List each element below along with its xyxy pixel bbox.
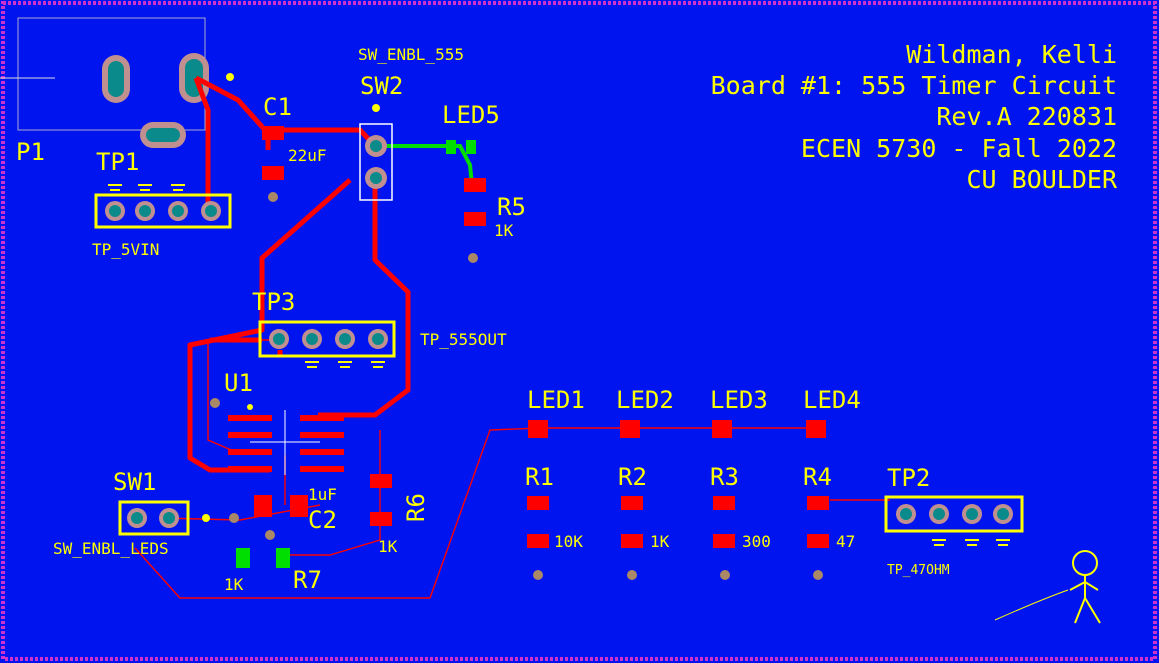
label-led4: LED4: [803, 386, 861, 414]
label-led2: LED2: [616, 386, 674, 414]
label-r5: R5: [497, 193, 526, 221]
label-tp1-name: TP_5VIN: [92, 240, 159, 259]
label-c2: C2: [308, 506, 337, 534]
label-led3: LED3: [710, 386, 768, 414]
led-resistor-array: [527, 420, 829, 580]
sw1-switch: [118, 500, 239, 536]
bottom-traces: [375, 144, 474, 186]
label-r7-value: 1K: [224, 575, 244, 594]
label-p1: P1: [16, 138, 45, 166]
label-sw1: SW1: [113, 468, 156, 496]
label-r4: R4: [803, 463, 832, 491]
tp2-testpoint: [884, 495, 1024, 533]
c1-capacitor: [262, 126, 284, 202]
tp3-testpoint: [258, 320, 396, 358]
label-r6: R6: [402, 493, 430, 522]
label-tp2-name: TP_47OHM: [887, 563, 950, 578]
p1-connector: [0, 17, 234, 148]
label-u1: U1: [224, 369, 253, 397]
u1-chip: [210, 398, 344, 475]
label-sw1-name: SW_ENBL_LEDS: [53, 539, 169, 558]
label-tp3-name: TP_555OUT: [420, 330, 507, 349]
label-r2-value: 1K: [650, 532, 670, 551]
title-line5: CU BOULDER: [966, 165, 1117, 194]
c2-r6-r7: [236, 474, 392, 568]
label-r5-value: 1K: [494, 221, 514, 240]
label-r3-value: 300: [742, 532, 771, 551]
tp1-testpoint: [94, 193, 232, 229]
label-r4-value: 47: [836, 532, 855, 551]
stick-figure-logo: [994, 550, 1101, 624]
title-line4: ECEN 5730 - Fall 2022: [801, 134, 1117, 163]
label-led1: LED1: [527, 386, 585, 414]
label-sw2: SW2: [360, 72, 403, 100]
label-r2: R2: [618, 463, 647, 491]
ground-symbols: [108, 184, 1010, 546]
label-r6-value: 1K: [378, 537, 398, 556]
label-tp2: TP2: [887, 464, 930, 492]
label-c2-value: 1uF: [308, 485, 337, 504]
label-tp3: TP3: [252, 288, 295, 316]
title-line3: Rev.A 220831: [936, 102, 1117, 131]
title-line1: Wildman, Kelli: [906, 40, 1117, 69]
label-r1: R1: [525, 463, 554, 491]
label-led5: LED5: [442, 101, 500, 129]
led5-r5: [446, 140, 486, 263]
sw2-switch: [359, 104, 393, 201]
label-c1: C1: [263, 93, 292, 121]
label-sw2-name: SW_ENBL_555: [358, 45, 464, 64]
label-tp1: TP1: [96, 148, 139, 176]
label-r3: R3: [710, 463, 739, 491]
label-r1-value: 10K: [554, 532, 583, 551]
label-r7: R7: [293, 566, 322, 594]
title-line2: Board #1: 555 Timer Circuit: [711, 71, 1117, 100]
label-c1-value: 22uF: [288, 146, 327, 165]
